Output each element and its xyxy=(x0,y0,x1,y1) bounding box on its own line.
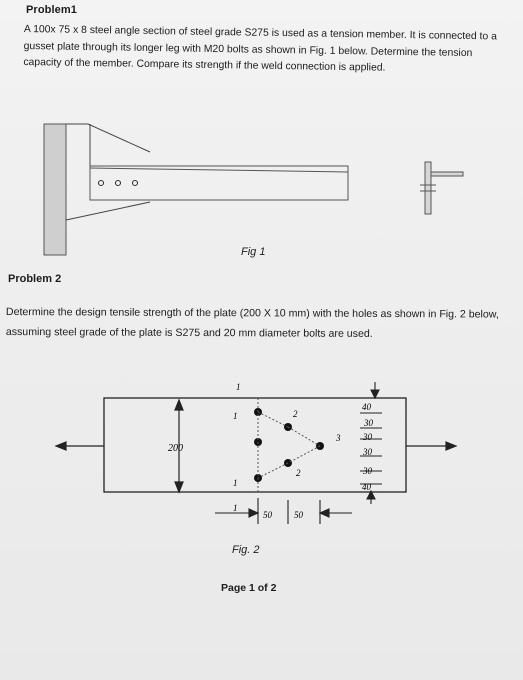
failure-path-lines xyxy=(257,398,321,492)
plate xyxy=(103,397,407,493)
right-dimension-6: 40 xyxy=(362,482,372,492)
tension-arrow-left xyxy=(54,441,104,451)
width-label: 200 xyxy=(168,443,183,454)
section-label-1b: 1 xyxy=(233,411,238,421)
bottom-dimension-line xyxy=(215,498,352,524)
right-dimension-2: 30 xyxy=(363,418,374,428)
problem2-title: Problem 2 xyxy=(8,273,62,285)
section-label-2b: 2 xyxy=(296,468,301,478)
right-dimension-4: 30 xyxy=(362,447,373,457)
bottom-dimension-1: 50 xyxy=(263,510,273,520)
figure-2: 200 1 1 1 1 2 2 3 xyxy=(54,382,458,524)
figure-1-caption: Fig 1 xyxy=(241,246,266,258)
width-dimension-arrow xyxy=(174,398,184,494)
bottom-dimension-2: 50 xyxy=(294,510,304,520)
bolt-holes xyxy=(97,179,139,187)
figure-2-caption: Fig. 2 xyxy=(232,544,260,556)
gusset-plate xyxy=(43,123,151,256)
problem2-statement: Determine the design tensile strength of… xyxy=(5,305,499,340)
section-label-1c: 1 xyxy=(233,478,238,488)
figure-1 xyxy=(43,123,464,256)
angle-section-member xyxy=(89,165,349,201)
problem1-title: Problem1 xyxy=(26,4,77,16)
tension-arrow-right xyxy=(406,441,458,451)
right-dimension-lines xyxy=(360,412,382,485)
right-dimension-3: 30 xyxy=(362,432,373,442)
right-dimension-5: 30 xyxy=(362,466,373,476)
section-label-2a: 2 xyxy=(293,409,298,419)
section-label-1d: 1 xyxy=(233,503,238,513)
bolt-holes xyxy=(254,408,324,482)
section-label-3: 3 xyxy=(335,433,341,443)
section-label-1a: 1 xyxy=(236,382,241,392)
angle-cross-section xyxy=(420,161,464,215)
right-dimension-arrows xyxy=(366,382,380,504)
page-number: Page 1 of 2 xyxy=(221,582,277,594)
right-dimension-1: 40 xyxy=(362,402,372,412)
